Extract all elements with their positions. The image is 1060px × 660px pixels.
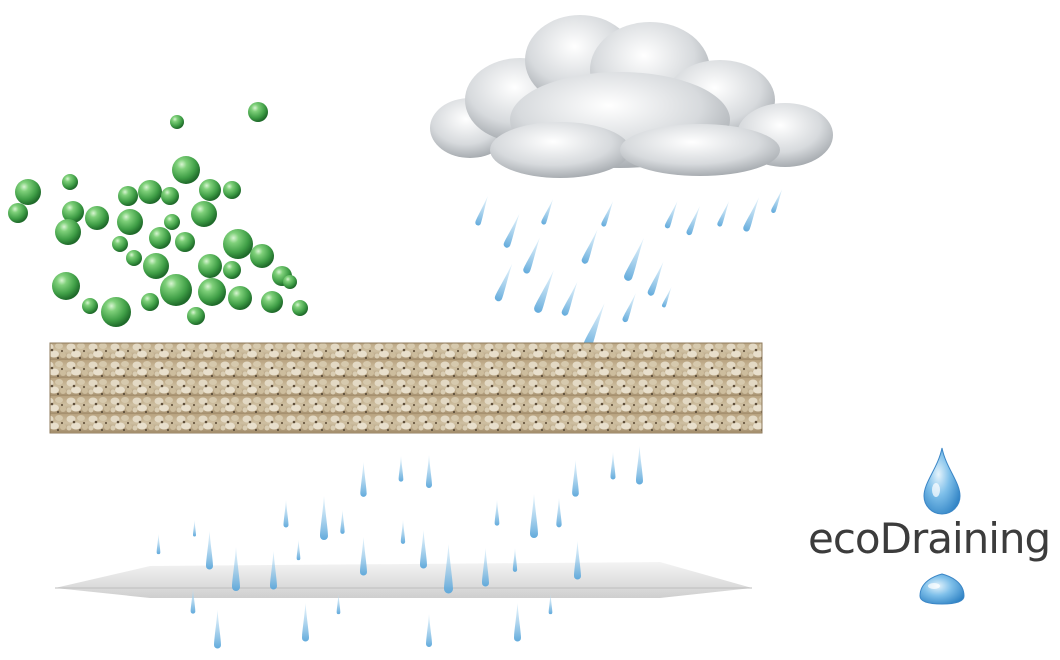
logo-drop-icon [923,447,961,515]
rain-below [156,446,643,649]
base-membrane [55,562,752,598]
rain-above [474,188,785,351]
logo-text: ecoDraining [808,514,1051,563]
logo-splash-icon [919,573,965,605]
cloud [430,15,833,178]
pollutant-particles [8,102,308,327]
permeable-paving-layer [49,342,763,434]
